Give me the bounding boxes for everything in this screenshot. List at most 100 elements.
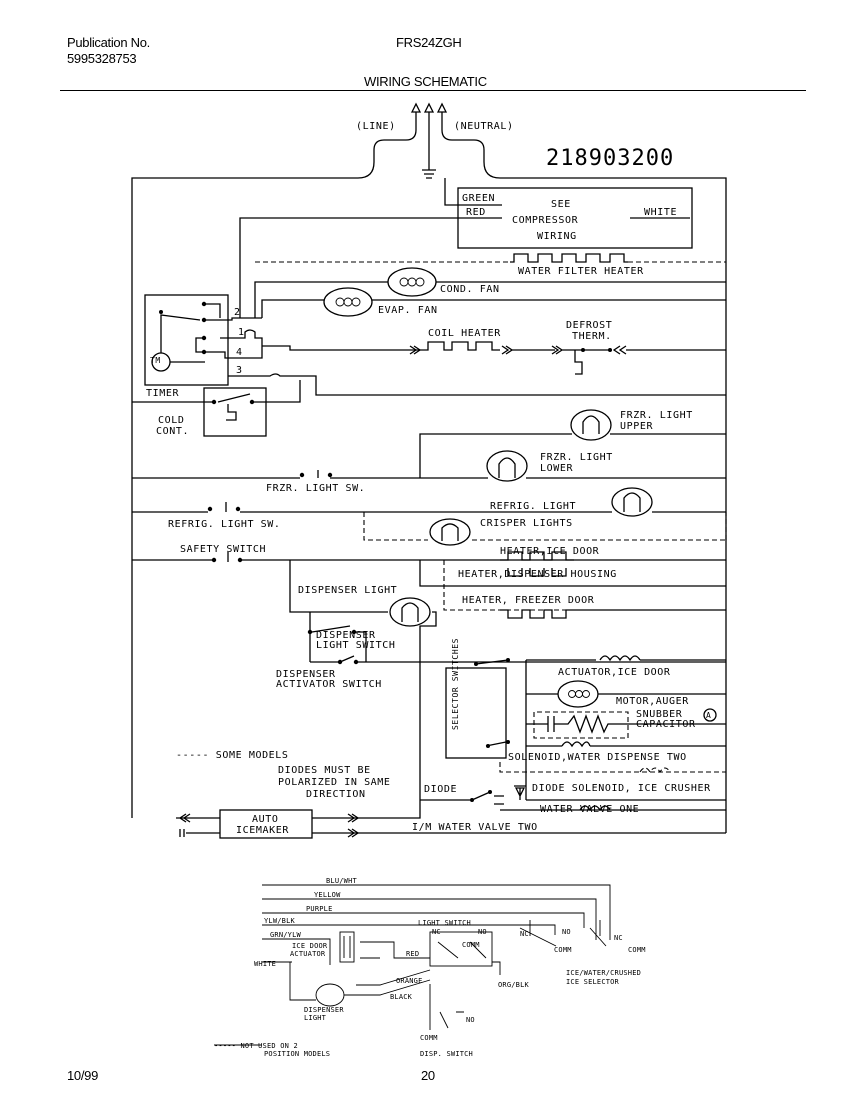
compressor-wiring-box bbox=[239, 178, 693, 318]
page-number: 20 bbox=[421, 1068, 435, 1083]
dispenser-activator-switch bbox=[309, 632, 726, 665]
cold-control-label-1: COLD bbox=[158, 415, 184, 426]
evap-fan-label: EVAP. FAN bbox=[378, 305, 438, 316]
timer-terminal-4: 4 bbox=[236, 347, 243, 358]
wire-purple: PURPLE bbox=[306, 905, 333, 913]
wire-ylw-blk: YLW/BLK bbox=[264, 917, 295, 925]
selector-comm-1: COMM bbox=[554, 946, 572, 954]
frzr-light-lower-label-1: FRZR. LIGHT bbox=[540, 452, 613, 463]
frzr-light-upper-label-1: FRZR. LIGHT bbox=[620, 410, 693, 421]
dispenser-light-switch-label-2: LIGHT SWITCH bbox=[316, 640, 395, 651]
wire-black: BLACK bbox=[390, 993, 413, 1001]
light-switch-comm: COMM bbox=[462, 941, 480, 949]
light-switch-no: NO bbox=[478, 928, 487, 936]
disp-switch-comm: COMM bbox=[420, 1034, 438, 1042]
dispenser-activator-label-2: ACTIVATOR SWITCH bbox=[276, 679, 382, 690]
part-number: 218903200 bbox=[546, 146, 674, 171]
wire-blu-wht: BLU/WHT bbox=[326, 877, 357, 885]
frzr-light-lower-icon bbox=[486, 450, 528, 482]
dispenser-light-icon bbox=[389, 597, 431, 627]
white-wire-label: WHITE bbox=[644, 207, 677, 218]
publication-label: Publication No. bbox=[67, 35, 150, 50]
harness-dispenser-light-1: DISPENSER bbox=[304, 1006, 344, 1014]
timer-label: TIMER bbox=[146, 388, 179, 399]
green-wire-label: GREEN bbox=[462, 193, 495, 204]
coil-heater-element bbox=[409, 341, 555, 355]
compressor-label: COMPRESSOR bbox=[512, 215, 579, 226]
diodes-note-1: DIODES MUST BE bbox=[278, 765, 371, 776]
defrost-therm-label-1: DEFROST bbox=[566, 320, 612, 331]
dispenser-light-switch bbox=[307, 625, 367, 662]
wire-white: WHITE bbox=[254, 960, 276, 968]
cond-fan-icon bbox=[387, 267, 437, 297]
selector-label-2: ICE SELECTOR bbox=[566, 978, 620, 986]
auto-icemaker-label-1: AUTO bbox=[252, 814, 278, 825]
water-filter-heater-label: WATER FILTER HEATER bbox=[518, 266, 644, 277]
disp-switch-no: NO bbox=[466, 1016, 475, 1024]
line-label: (LINE) bbox=[356, 121, 396, 132]
heater-dispenser-housing-element bbox=[507, 568, 567, 577]
diode-icon bbox=[420, 790, 504, 805]
harness-dispenser-light-2: LIGHT bbox=[304, 1014, 327, 1022]
actuator-ice-door-label: ACTUATOR,ICE DOOR bbox=[558, 667, 671, 678]
motor-auger-label: MOTOR,AUGER bbox=[616, 696, 689, 707]
timer-terminal-3: 3 bbox=[236, 365, 243, 376]
timer-terminal-1: 1 bbox=[238, 327, 245, 338]
timer-terminal-2: 2 bbox=[234, 307, 241, 318]
wire-org-blk: ORG/BLK bbox=[498, 981, 529, 989]
light-switch-label: LIGHT SWITCH bbox=[418, 919, 471, 927]
snubber-mark: A bbox=[706, 711, 711, 720]
refrig-light-label: REFRIG. LIGHT bbox=[490, 501, 576, 512]
refrig-light-icon bbox=[611, 487, 653, 517]
compressor-wiring: WIRING bbox=[537, 231, 577, 242]
defrost-therm-label-2: THERM. bbox=[572, 331, 612, 342]
frzr-light-switch bbox=[299, 470, 333, 478]
heater-freezer-door-label: HEATER, FREEZER DOOR bbox=[462, 595, 595, 606]
red-wire-label: RED bbox=[466, 207, 486, 218]
heater-ice-door-element bbox=[500, 551, 574, 561]
diodes-note-2: POLARIZED IN SAME bbox=[278, 777, 391, 788]
timer-block bbox=[144, 294, 726, 396]
some-models-note: ----- SOME MODELS bbox=[176, 750, 289, 761]
header-rule bbox=[60, 90, 806, 91]
refrig-light-sw-label: REFRIG. LIGHT SW. bbox=[168, 519, 281, 530]
snubber-capacitor bbox=[526, 708, 726, 739]
wire-yellow: YELLOW bbox=[314, 891, 341, 899]
compressor-see: SEE bbox=[551, 199, 571, 210]
actuator-ice-door bbox=[526, 655, 726, 662]
safety-switch bbox=[211, 552, 243, 563]
diode-label: DIODE bbox=[424, 784, 457, 795]
diodes-note-3: DIRECTION bbox=[306, 789, 366, 800]
crisper-lights-icon bbox=[429, 518, 471, 546]
cond-fan-label: COND. FAN bbox=[440, 284, 500, 295]
heater-freezer-door-element bbox=[500, 609, 726, 619]
water-filter-heater-element bbox=[510, 253, 628, 263]
defrost-thermostat bbox=[551, 345, 726, 375]
selector-switch-block bbox=[419, 658, 527, 800]
wire-red: RED bbox=[406, 950, 419, 958]
frzr-light-lower-label-2: LOWER bbox=[540, 463, 573, 474]
disp-switch-label: DISP. SWITCH bbox=[420, 1050, 473, 1058]
dispenser-light-switch-label-1: DISPENSER bbox=[316, 630, 376, 641]
selector-nc-1: NC bbox=[520, 930, 529, 938]
supply-terminals bbox=[131, 102, 727, 833]
ice-door-actuator-label-2: ACTUATOR bbox=[290, 950, 326, 958]
heater-ice-door-label: HEATER,ICE DOOR bbox=[500, 546, 600, 557]
snubber-label-1: SNUBBER bbox=[636, 709, 683, 720]
selector-label-1: ICE/WATER/CRUSHED bbox=[566, 969, 641, 977]
light-switch-nc: NC bbox=[432, 928, 441, 936]
evap-fan-icon bbox=[323, 287, 373, 317]
im-water-valve-two-label: I/M WATER VALVE TWO bbox=[412, 822, 538, 833]
auto-icemaker bbox=[176, 800, 726, 839]
neutral-label: (NEUTRAL) bbox=[454, 121, 514, 132]
selector-nc-2: NC bbox=[614, 934, 623, 942]
auto-icemaker-label-2: ICEMAKER bbox=[236, 825, 289, 836]
coil-heater-label: COIL HEATER bbox=[428, 328, 501, 339]
harness-diagram bbox=[214, 884, 611, 1046]
cold-control bbox=[132, 380, 301, 437]
refrig-light-switch bbox=[207, 502, 241, 512]
frzr-light-upper-icon bbox=[570, 409, 612, 441]
diode-solenoid-crusher-label: DIODE SOLENOID, ICE CRUSHER bbox=[532, 783, 711, 794]
selector-switches-label: SELECTOR SWITCHES bbox=[451, 638, 460, 730]
